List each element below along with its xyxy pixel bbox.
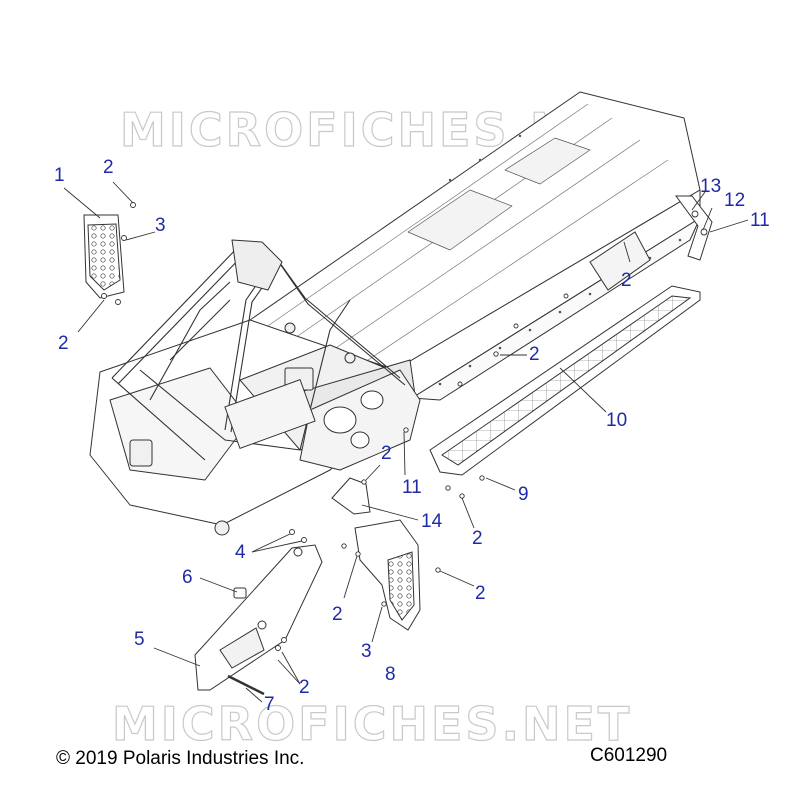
tunnel-frame: [89, 91, 701, 536]
running-board: [429, 285, 701, 476]
callout-8: 8: [385, 664, 396, 685]
callout-2-bracket: 2: [621, 270, 632, 291]
callout-11-right: 11: [750, 210, 770, 231]
callout-6: 6: [182, 567, 193, 588]
watermark-bottom: MICROFICHES.NET: [112, 697, 632, 751]
leader-lines: [63, 181, 749, 703]
trim-strip: [227, 674, 265, 696]
callout-2-left: 2: [58, 333, 69, 354]
diagram-code: C601290: [590, 745, 668, 766]
clip-6: [233, 587, 247, 599]
callout-9: 9: [518, 484, 529, 505]
callout-3-lower: 3: [361, 641, 372, 662]
callout-7: 7: [264, 694, 275, 715]
callout-12: 12: [724, 190, 746, 211]
bracket-14: [331, 477, 371, 515]
callout-2-lower-center: 2: [332, 604, 343, 625]
rear-bumper-bracket: [589, 195, 713, 291]
skid-plate: [194, 544, 323, 691]
callout-2-upper-left: 2: [103, 157, 114, 178]
callout-1: 1: [54, 165, 65, 186]
footrest-right: [354, 519, 421, 631]
callout-2-center: 2: [381, 443, 392, 464]
callout-2-tunnel: 2: [529, 344, 540, 365]
callout-4: 4: [235, 542, 246, 563]
callout-3-upper-left: 3: [155, 215, 166, 236]
callout-13: 13: [700, 176, 722, 197]
callout-2-far-right: 2: [475, 583, 486, 604]
copyright-text: © 2019 Polaris Industries Inc.: [56, 748, 305, 769]
callout-10: 10: [606, 410, 628, 431]
callout-2-lower-right: 2: [472, 528, 483, 549]
callout-5: 5: [134, 629, 145, 650]
callout-11-center: 11: [402, 477, 422, 498]
footrest-left: [83, 214, 125, 299]
fasteners: [101, 202, 708, 651]
callout-2-bottom: 2: [299, 677, 310, 698]
callout-14: 14: [421, 511, 443, 532]
